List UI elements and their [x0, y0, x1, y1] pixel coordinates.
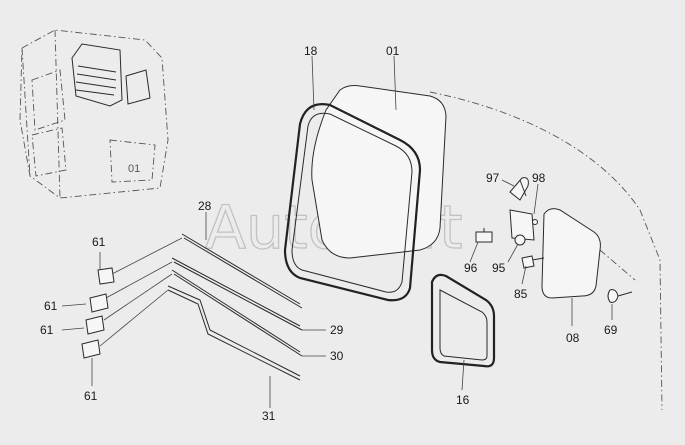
- callout-31: 31: [262, 409, 276, 423]
- callout-61-lower: 61: [40, 323, 54, 337]
- callout-16: 16: [456, 393, 470, 407]
- screw-61-set: [81, 237, 183, 359]
- callout-95: 95: [492, 261, 506, 275]
- rod-31: [167, 285, 301, 381]
- rod-30: [171, 269, 303, 357]
- stud-69: [607, 289, 633, 303]
- window-seal-18: [283, 103, 422, 302]
- seal-16: [430, 273, 496, 368]
- callout-01: 01: [386, 44, 400, 58]
- cab-thumbnail: 01: [19, 29, 169, 199]
- callout-98: 98: [532, 171, 546, 185]
- leader-lines: [61, 55, 613, 408]
- panel-outline: [429, 91, 663, 411]
- callout-61-bottom: 61: [84, 389, 98, 403]
- rod-29: [171, 257, 303, 331]
- callout-08: 08: [566, 331, 580, 345]
- bolt-85: [521, 255, 545, 269]
- callout-30: 30: [330, 349, 344, 363]
- callout-69: 69: [604, 323, 618, 337]
- callout-28: 28: [198, 199, 212, 213]
- svg-text:01: 01: [128, 163, 140, 175]
- callout-97: 97: [486, 171, 500, 185]
- latch-assembly: [475, 177, 538, 246]
- glass-panel-01: [311, 85, 447, 259]
- callout-96: 96: [464, 261, 478, 275]
- callout-61-upper: 61: [44, 299, 58, 313]
- quarter-glass-08: [541, 208, 601, 299]
- callout-29: 29: [330, 323, 344, 337]
- callout-18: 18: [304, 44, 318, 58]
- callout-61-top: 61: [92, 235, 106, 249]
- callout-85: 85: [514, 287, 528, 301]
- rod-28: [181, 233, 303, 309]
